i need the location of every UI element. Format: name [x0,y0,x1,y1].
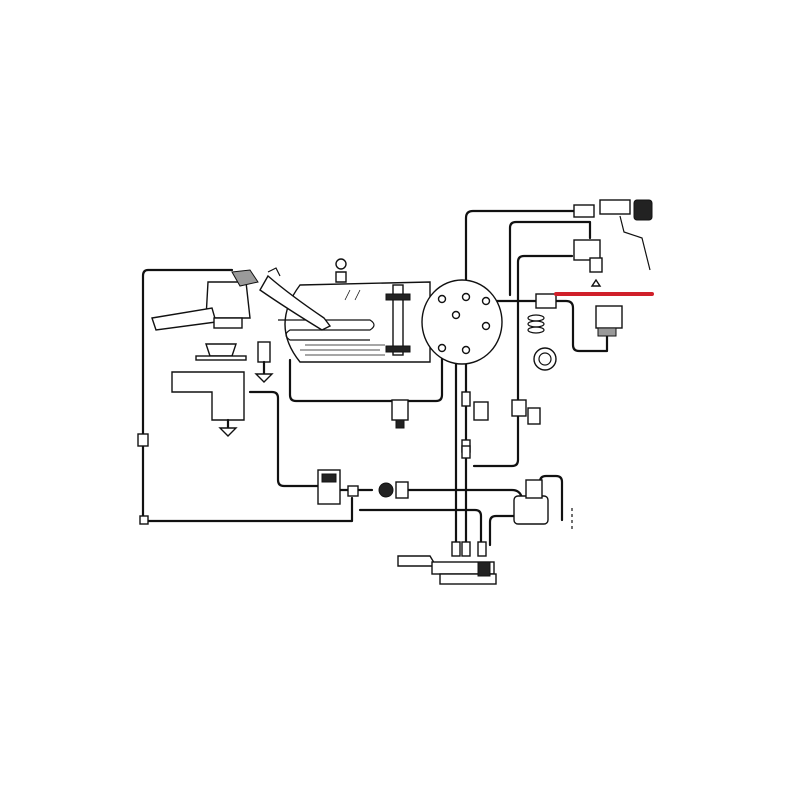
cup [205,343,237,357]
valve-column [461,391,541,453]
pressure-switch [590,278,623,337]
coil-spring [527,314,545,334]
pipe-boiler-bottom [288,346,444,403]
pipe-to-solenoid-top [508,220,592,297]
lever-handle [397,555,438,567]
pipe-vertical-mid [516,254,574,302]
level-probe [392,284,404,356]
drip-tray [171,371,245,421]
safety-valve [335,271,347,283]
heating-element [278,319,375,341]
safety-valve-hook-icon [335,258,347,270]
portafilter-handle [151,307,217,331]
pipe-to-manifold-2 [488,514,518,547]
pressure-gauge [533,347,557,371]
pipe-main-horizontal [338,488,524,500]
drain-arrow-icon-2 [254,373,274,383]
pipe-right-vertical [472,298,520,468]
boiler [278,258,503,365]
steam-wand [259,274,332,331]
pipe-to-manifold-1 [358,508,483,547]
pipe-group-lower [248,390,320,488]
solenoid-valve-bottom [391,399,409,429]
group-head [151,267,332,437]
pipe-top-line [464,209,587,290]
fittings [137,293,557,525]
pump [513,479,549,525]
solenoid-valve-top [573,199,653,273]
pipe-to-pressure-switch [488,299,609,353]
check-ball [378,482,394,498]
bottom-manifold [397,541,497,585]
boiler-end-cap [421,279,503,365]
drain-arrow-icon [218,427,238,437]
flow-valves [317,469,409,505]
